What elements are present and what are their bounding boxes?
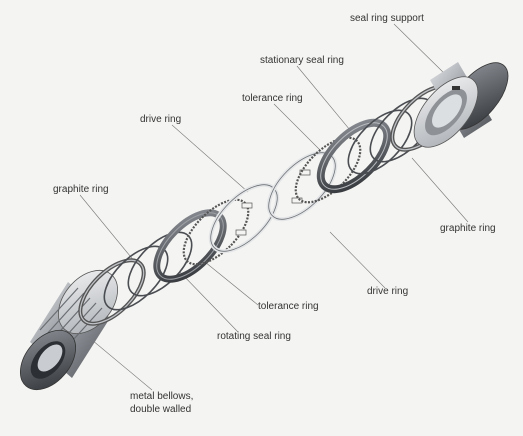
label-seal-ring-support: seal ring support (350, 13, 424, 24)
label-drive-ring-top: drive ring (140, 114, 182, 125)
label-tolerance-ring-bottom: tolerance ring (258, 301, 319, 312)
leader-tolerance-ring-bottom (204, 261, 259, 306)
label-stationary-seal-ring: stationary seal ring (260, 55, 344, 66)
label-metal-bellows-line1: metal bellows, (130, 391, 194, 402)
leader-graphite-ring-right (411, 157, 469, 223)
label-graphite-ring-right: graphite ring (440, 223, 496, 234)
label-rotating-seal-ring: rotating seal ring (217, 331, 291, 342)
leader-stationary-seal-ring (296, 65, 351, 131)
left-ring-stack (78, 182, 280, 326)
leader-tolerance-ring-top (273, 103, 321, 151)
seal-ring-support (413, 62, 509, 148)
stationary-seal-ring (316, 118, 392, 194)
label-drive-ring-bottom: drive ring (367, 286, 409, 297)
leader-graphite-ring-left (79, 194, 136, 263)
leader-drive-ring-bottom (329, 231, 386, 289)
metal-bellows (20, 270, 118, 391)
label-metal-bellows-line2: double walled (130, 404, 192, 415)
label-graphite-ring-left: graphite ring (53, 184, 109, 195)
leader-drive-ring-top (171, 124, 249, 193)
right-ring-stack (266, 84, 458, 222)
label-tolerance-ring-top: tolerance ring (242, 93, 303, 104)
leader-rotating-seal-ring (179, 271, 239, 333)
leader-seal-ring-support (393, 23, 446, 75)
